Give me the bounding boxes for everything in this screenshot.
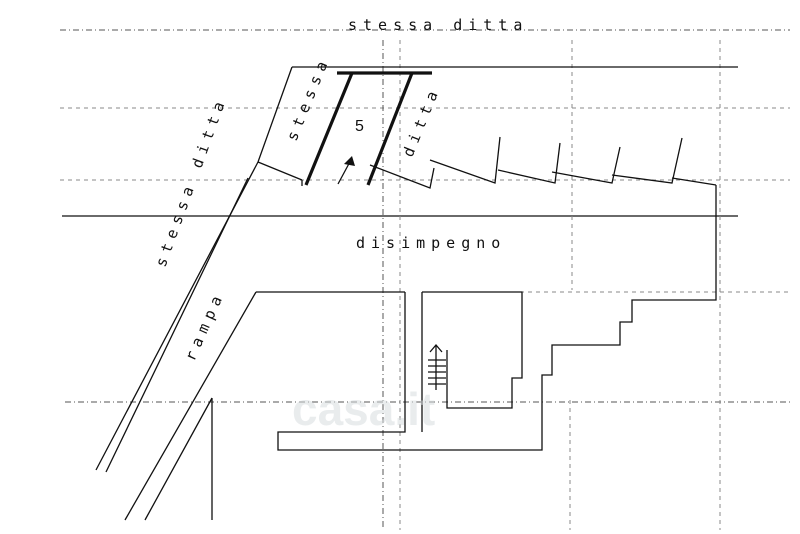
- left-diagonal-wall-inner: [105, 177, 249, 473]
- space-divider: [611, 137, 683, 184]
- space-5-right-wall: [366, 72, 414, 186]
- space-divider: [497, 142, 561, 184]
- label-left-neighbor: stessa ditta: [152, 94, 231, 270]
- space-divider: [429, 136, 501, 184]
- label-space-right: ditta: [399, 83, 444, 159]
- stair-arrow-icon: [429, 344, 443, 353]
- corner-wall: [257, 161, 303, 181]
- space-divider: [369, 164, 435, 189]
- label-corridor: disimpegno: [356, 234, 506, 252]
- staircase: [428, 344, 446, 390]
- space-5-left-wall: [304, 72, 354, 186]
- ramp-wall-inner: [144, 397, 213, 521]
- space-divider: [551, 146, 621, 184]
- entry-arrow-head-icon: [344, 156, 355, 166]
- grid-lines: [60, 29, 792, 530]
- stair-enclosure-wall: [422, 291, 523, 409]
- space-5: [304, 71, 432, 186]
- upper-left-wall: [257, 66, 293, 163]
- parking-spaces: [301, 136, 717, 189]
- label-space-number: 5: [355, 118, 364, 135]
- lower-block-wall: [277, 185, 717, 451]
- ramp-wall-outer: [124, 291, 257, 521]
- space-divider: [671, 177, 717, 186]
- label-top-neighbor: stessa ditta: [348, 16, 528, 34]
- walls: [95, 66, 738, 521]
- watermark-logo: casa.it: [292, 383, 435, 435]
